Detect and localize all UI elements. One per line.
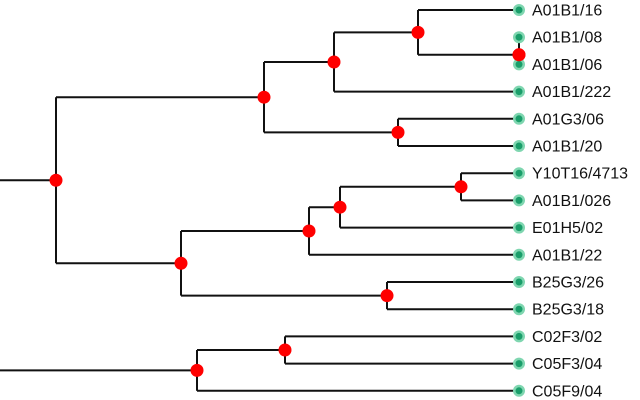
leaf-node-inner-l9 [515, 251, 523, 259]
internal-node-n11 [49, 173, 63, 187]
leaf-label: C05F9/04 [532, 383, 602, 400]
internal-node-n3 [327, 55, 341, 69]
internal-node-n2 [411, 25, 425, 39]
leaf-node-inner-l3 [515, 88, 523, 96]
leaf-label: A01B1/026 [532, 193, 611, 210]
internal-node-n8 [302, 224, 316, 238]
internal-node-n6 [454, 180, 468, 194]
leaf-label: A01B1/20 [532, 139, 602, 156]
leaf-node-inner-l4 [515, 115, 523, 123]
internal-node-n7 [333, 200, 347, 214]
leaf-node-inner-l6 [515, 169, 523, 177]
leaf-label: E01H5/02 [532, 220, 603, 237]
leaf-node-inner-l12 [515, 332, 523, 340]
leaf-node-inner-l5 [515, 142, 523, 150]
leaf-label: A01B1/222 [532, 84, 611, 101]
tree-nodes [49, 4, 526, 397]
leaf-node-inner-l14 [515, 387, 523, 395]
internal-node-n10 [174, 256, 188, 270]
internal-node-n12 [278, 343, 292, 357]
leaf-node-inner-l7 [515, 196, 523, 204]
tree-edges [0, 9, 520, 392]
leaf-labels: A01B1/16A01B1/08A01B1/06A01B1/222A01G3/0… [532, 3, 628, 400]
leaf-label: A01B1/06 [532, 57, 602, 74]
leaf-label: C05F3/04 [532, 356, 602, 373]
leaf-label: A01B1/16 [532, 3, 602, 20]
leaf-node-inner-l13 [515, 360, 523, 368]
leaf-node-inner-l10 [515, 278, 523, 286]
leaf-label: A01G3/06 [532, 111, 604, 128]
leaf-label: Y10T16/4713 [532, 166, 628, 183]
internal-node-n4 [391, 125, 405, 139]
internal-node-n1-top [512, 48, 526, 62]
leaf-label: C02F3/02 [532, 329, 602, 346]
leaf-node-inner-l11 [515, 305, 523, 313]
leaf-label: A01B1/22 [532, 247, 602, 264]
leaf-node-inner-l8 [515, 224, 523, 232]
leaf-node-inner-l2 [515, 60, 523, 68]
leaf-label: B25G3/26 [532, 275, 604, 292]
leaf-label: B25G3/18 [532, 302, 604, 319]
internal-node-n13 [190, 363, 204, 377]
internal-node-n5 [257, 90, 271, 104]
leaf-label: A01B1/08 [532, 30, 602, 47]
leaf-node-inner-l0 [515, 6, 523, 14]
leaf-node-inner-l1 [515, 33, 523, 41]
internal-node-n9 [380, 289, 394, 303]
